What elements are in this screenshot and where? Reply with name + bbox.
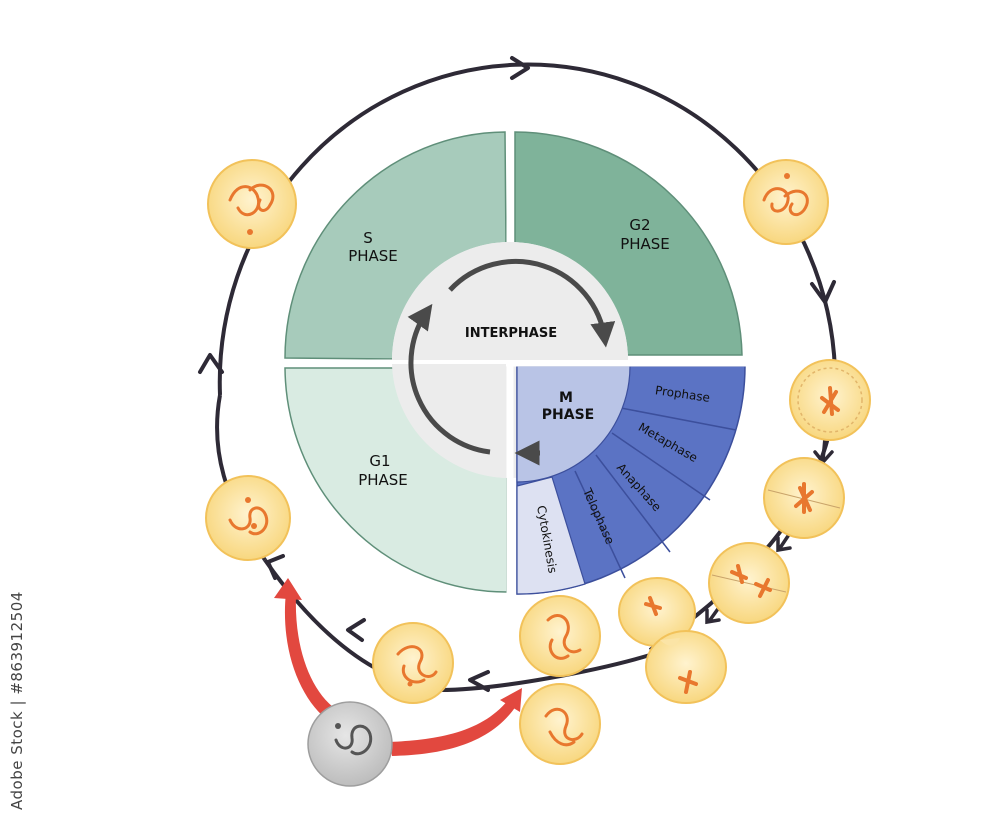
cell-anaphase <box>708 542 790 624</box>
arrow-chevron-top <box>510 56 530 80</box>
m-stage-divider-1 <box>620 407 737 431</box>
cell-prophase <box>789 359 871 441</box>
interphase-disc-cover <box>392 242 628 360</box>
arrow-chevron-left <box>198 353 224 374</box>
cell-cytokinesis-lower <box>519 683 601 765</box>
g1-phase-label-line2: PHASE <box>358 471 408 489</box>
stock-watermark-id: Adobe Stock | #863912504 <box>8 591 26 810</box>
cell-metaphase <box>763 457 845 539</box>
arrow-chevron-right <box>810 280 836 304</box>
arrow-chevron-bottom <box>468 670 490 692</box>
g2-phase-label-line2: PHASE <box>620 235 670 253</box>
interphase-arrow-left <box>407 303 491 455</box>
g2-phase-label-line1: G2 <box>629 216 650 234</box>
red-arrow-to-g1 <box>284 592 340 722</box>
red-arrow-head-g1 <box>274 578 302 600</box>
interphase-arrow-right <box>448 259 616 348</box>
arrow-mitosis-1 <box>813 436 834 465</box>
m-phase-label-line2: PHASE <box>542 407 594 423</box>
cell-g0 <box>307 701 393 787</box>
cells <box>205 159 871 787</box>
m-phase-inner-sector <box>516 365 631 483</box>
arrow-chevron-bottom-left <box>346 618 366 642</box>
cell-cytokinesis-upper <box>519 595 601 677</box>
interphase-label: INTERPHASE <box>465 326 557 341</box>
m-stage-divider-2 <box>611 432 711 501</box>
red-arrow-head-cytokinesis <box>500 688 522 712</box>
cell-telophase <box>618 577 727 704</box>
m-stage-divider-3 <box>595 454 671 553</box>
cell-g1-phase <box>205 475 291 561</box>
cell-early-g1 <box>372 622 454 704</box>
m-stage-divider-4 <box>574 470 626 579</box>
s-phase-label-line1: S <box>363 229 373 247</box>
red-arrow-from-cytokinesis <box>390 700 516 756</box>
cell-s-phase <box>207 159 297 249</box>
cell-g2-phase <box>743 159 829 245</box>
m-phase-label-line1: M <box>559 390 573 406</box>
g1-phase-label-line1: G1 <box>369 452 390 470</box>
s-phase-label-line2: PHASE <box>348 247 398 265</box>
phase-wheel <box>280 128 750 600</box>
m-stage-sector-cytokinesis <box>516 476 586 595</box>
arrow-chevron-left-low <box>266 554 285 580</box>
